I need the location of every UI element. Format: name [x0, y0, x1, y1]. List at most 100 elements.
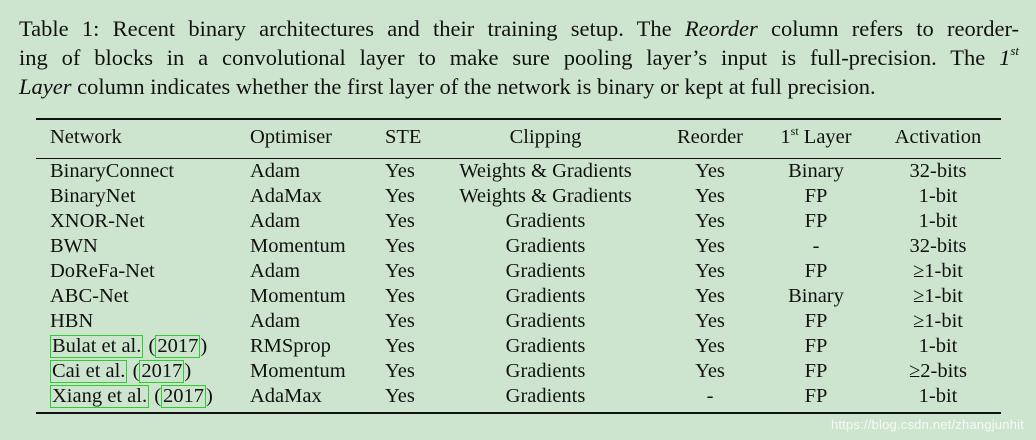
table-row: DoReFa-Net Adam Yes Gradients Yes FP ≥1-…	[36, 259, 1001, 284]
cell-network: DoReFa-Net	[50, 260, 155, 282]
cell-reorder: Yes	[695, 360, 725, 382]
cell-clipping: Gradients	[505, 335, 586, 357]
cell-clipping: Gradients	[505, 260, 586, 282]
architectures-table: Network Optimiser STE Clipping Reorder 1…	[36, 121, 1001, 409]
cell-optimiser: Adam	[250, 210, 301, 232]
cell-first-layer: FP	[804, 335, 828, 357]
table-row: Xiang et al. (2017) AdaMax Yes Gradients…	[36, 384, 1001, 409]
citation-year-link[interactable]: 2017	[155, 335, 201, 358]
cell-optimiser: Adam	[250, 260, 301, 282]
cell-clipping: Gradients	[505, 285, 586, 307]
cell-network: Bulat et al. (2017)	[50, 335, 208, 358]
cell-network: XNOR-Net	[50, 210, 145, 232]
table-row: BinaryConnect Adam Yes Weights & Gradien…	[36, 159, 1001, 184]
header-ste: STE	[385, 126, 422, 148]
table-header-row: Network Optimiser STE Clipping Reorder 1…	[36, 121, 1001, 153]
table-caption: Table 1: Recent binary architectures and…	[19, 14, 1019, 101]
table-header-rule	[36, 158, 1001, 159]
citation-year-link[interactable]: 2017	[139, 360, 185, 383]
header-first-layer: 1st Layer	[780, 124, 852, 148]
cell-optimiser: AdaMax	[250, 185, 322, 207]
cell-activation: ≥1-bit	[913, 285, 963, 307]
cell-network: BinaryConnect	[50, 160, 175, 182]
caption-line-1: Table 1: Recent binary architectures and…	[19, 16, 1019, 41]
table-row: Cai et al. (2017) Momentum Yes Gradients…	[36, 359, 1001, 384]
cell-network: Xiang et al. (2017)	[50, 385, 213, 408]
citation-author-link[interactable]: Cai et al.	[50, 360, 128, 383]
cell-first-layer: FP	[804, 210, 828, 232]
header-optimiser: Optimiser	[250, 126, 332, 148]
cell-activation: 1-bit	[918, 385, 958, 407]
cell-activation: 32-bits	[909, 160, 967, 182]
cell-first-layer: FP	[804, 260, 828, 282]
cell-ste: Yes	[385, 360, 415, 382]
cell-reorder: Yes	[695, 210, 725, 232]
cell-ste: Yes	[385, 385, 415, 407]
cell-activation: 1-bit	[918, 185, 958, 207]
cell-first-layer: Binary	[788, 160, 844, 182]
cell-clipping: Weights & Gradients	[459, 185, 632, 207]
header-reorder: Reorder	[676, 126, 744, 148]
table-row: BWN Momentum Yes Gradients Yes - 32-bits	[36, 234, 1001, 259]
table-top-rule	[36, 118, 1001, 120]
caption-line-2: ing of blocks in a convolutional layer t…	[19, 42, 1019, 71]
table-row: ABC-Net Momentum Yes Gradients Yes Binar…	[36, 284, 1001, 309]
cell-network: Cai et al. (2017)	[50, 360, 192, 383]
cell-clipping: Gradients	[505, 310, 586, 332]
cell-reorder: Yes	[695, 235, 725, 257]
citation-year-link[interactable]: 2017	[161, 385, 207, 408]
cell-network: BinaryNet	[50, 185, 136, 207]
cell-ste: Yes	[385, 185, 415, 207]
cell-activation: ≥1-bit	[913, 310, 963, 332]
source-watermark: https://blog.csdn.net/zhangjunhit	[830, 417, 1024, 432]
cell-reorder: Yes	[695, 310, 725, 332]
cell-ste: Yes	[385, 210, 415, 232]
cell-optimiser: Adam	[250, 160, 301, 182]
cell-optimiser: Momentum	[250, 285, 346, 307]
cell-network: HBN	[50, 310, 94, 332]
cell-reorder: Yes	[695, 160, 725, 182]
cell-activation: 32-bits	[909, 235, 967, 257]
caption-line-3: Layer column indicates whether the first…	[19, 74, 876, 99]
cell-first-layer: FP	[804, 310, 828, 332]
table-row: BinaryNet AdaMax Yes Weights & Gradients…	[36, 184, 1001, 209]
cell-first-layer: -	[812, 235, 820, 257]
cell-reorder: -	[706, 385, 714, 407]
cell-optimiser: RMSprop	[250, 335, 331, 357]
cell-first-layer: Binary	[788, 285, 844, 307]
cell-clipping: Weights & Gradients	[459, 160, 632, 182]
cell-clipping: Gradients	[505, 360, 586, 382]
cell-clipping: Gradients	[505, 210, 586, 232]
table-row: HBN Adam Yes Gradients Yes FP ≥1-bit	[36, 309, 1001, 334]
cell-network: ABC-Net	[50, 285, 129, 307]
cell-activation: 1-bit	[918, 335, 958, 357]
table-row: XNOR-Net Adam Yes Gradients Yes FP 1-bit	[36, 209, 1001, 234]
cell-ste: Yes	[385, 235, 415, 257]
cell-first-layer: FP	[804, 360, 828, 382]
cell-activation: 1-bit	[918, 210, 958, 232]
cell-first-layer: FP	[804, 385, 828, 407]
cell-optimiser: Momentum	[250, 360, 346, 382]
citation-author-link[interactable]: Xiang et al.	[50, 385, 150, 408]
table-bottom-rule	[36, 412, 1001, 414]
header-clipping: Clipping	[509, 126, 582, 148]
cell-network: BWN	[50, 235, 98, 257]
cell-optimiser: Momentum	[250, 235, 346, 257]
cell-ste: Yes	[385, 160, 415, 182]
cell-ste: Yes	[385, 335, 415, 357]
citation-author-link[interactable]: Bulat et al.	[50, 335, 144, 358]
cell-optimiser: Adam	[250, 310, 301, 332]
header-network: Network	[50, 126, 122, 148]
table-row: Bulat et al. (2017) RMSprop Yes Gradient…	[36, 334, 1001, 359]
cell-optimiser: AdaMax	[250, 385, 322, 407]
cell-first-layer: FP	[804, 185, 828, 207]
cell-reorder: Yes	[695, 260, 725, 282]
cell-ste: Yes	[385, 285, 415, 307]
cell-reorder: Yes	[695, 335, 725, 357]
cell-activation: ≥2-bits	[909, 360, 967, 382]
header-activation: Activation	[894, 126, 982, 148]
cell-reorder: Yes	[695, 185, 725, 207]
cell-activation: ≥1-bit	[913, 260, 963, 282]
cell-ste: Yes	[385, 310, 415, 332]
cell-reorder: Yes	[695, 285, 725, 307]
